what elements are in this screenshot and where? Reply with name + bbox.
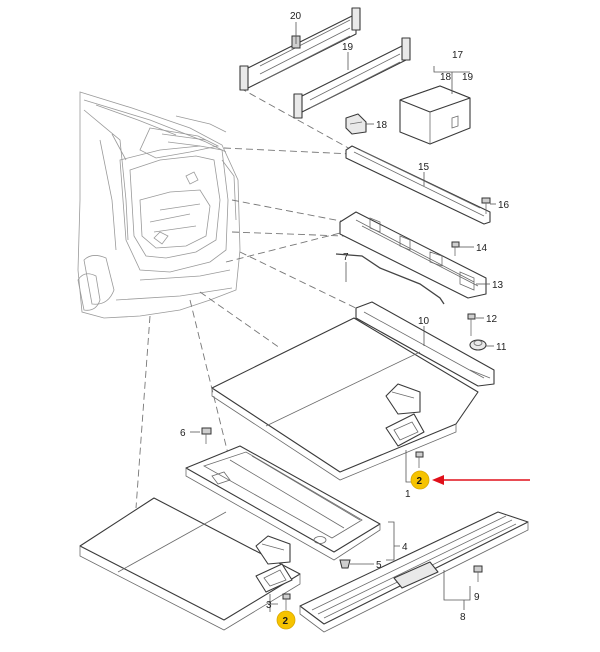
- callout-17-group-18: 18: [440, 72, 452, 83]
- callout-18: 18: [376, 120, 388, 131]
- part-2-screw-upper[interactable]: [415, 451, 424, 468]
- vehicle-rear-outline: [77, 91, 241, 319]
- callout-6: 6: [180, 428, 186, 439]
- callout-10: 10: [418, 316, 430, 327]
- callout-2-upper: 2: [417, 476, 423, 487]
- part-19-load-partition[interactable]: [293, 37, 411, 119]
- part-11-grommet[interactable]: [469, 339, 487, 351]
- callout-5: 5: [376, 560, 382, 571]
- callout-15: 15: [418, 162, 430, 173]
- callout-17-group-19: 19: [462, 72, 474, 83]
- callout-20: 20: [290, 11, 302, 22]
- part-7-cable[interactable]: [335, 253, 445, 305]
- part-15-guide-rail[interactable]: [345, 145, 491, 225]
- callout-9: 9: [474, 592, 480, 603]
- callout-numbers: 20 19 17 18 19 18 15 16 14 13 7 12 11 10…: [180, 11, 510, 627]
- part-6-clip[interactable]: [201, 427, 212, 444]
- callout-17: 17: [452, 50, 464, 61]
- part-13-rail-frame[interactable]: [339, 211, 487, 299]
- part-16-screw[interactable]: [481, 197, 491, 214]
- callout-13: 13: [492, 280, 504, 291]
- highlight-arrow: [432, 475, 530, 485]
- highlight-badge-upper: [410, 470, 430, 490]
- callout-16: 16: [498, 200, 510, 211]
- part-3-floor-panel-lower[interactable]: [79, 497, 301, 631]
- part-17-storage-box[interactable]: [399, 85, 471, 145]
- part-2-screw-lower[interactable]: [282, 593, 291, 610]
- leader-lines: [190, 22, 496, 612]
- assembly-guide-lines: [135, 87, 365, 509]
- part-14-screw[interactable]: [451, 241, 460, 256]
- callout-2-lower: 2: [283, 616, 289, 627]
- part-8-loading-sill-trim[interactable]: [299, 511, 529, 633]
- callout-19: 19: [342, 42, 354, 53]
- callout-11: 11: [496, 342, 507, 353]
- part-18-clip[interactable]: [345, 113, 367, 135]
- callout-7: 7: [343, 252, 349, 263]
- part-12-screw[interactable]: [467, 313, 476, 336]
- part-4-storage-tray[interactable]: [185, 445, 381, 561]
- callout-8: 8: [460, 612, 466, 623]
- callout-1: 1: [405, 489, 411, 500]
- part-1-floor-panel-upper[interactable]: [211, 317, 479, 481]
- part-9-screw[interactable]: [473, 565, 483, 582]
- highlight-badge-lower: [276, 610, 296, 630]
- part-10-trim-rail[interactable]: [355, 301, 495, 387]
- part-20-net-partition[interactable]: [239, 7, 361, 91]
- callout-12: 12: [486, 314, 498, 325]
- callout-3: 3: [266, 600, 272, 611]
- part-5-clip[interactable]: [339, 559, 351, 569]
- callout-4: 4: [402, 542, 408, 553]
- callout-14: 14: [476, 243, 488, 254]
